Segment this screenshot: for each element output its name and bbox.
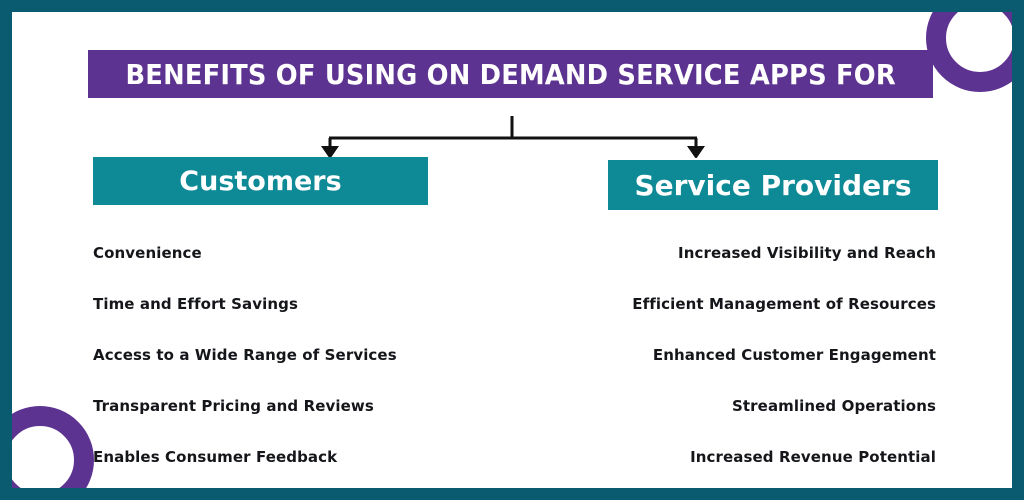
list-item: Access to a Wide Range of Services xyxy=(93,346,397,364)
benefit-list-customers: Convenience Time and Effort Savings Acce… xyxy=(93,228,513,483)
column-header-label: Service Providers xyxy=(634,168,912,202)
circle-ring-icon-top-right xyxy=(926,12,1012,92)
arrow-down-icon-right xyxy=(687,146,705,158)
column-header-service-providers: Service Providers xyxy=(608,160,938,210)
list-item: Enhanced Customer Engagement xyxy=(652,346,936,364)
circle-ring-icon-bottom-left xyxy=(12,406,94,488)
list-item: Increased Visibility and Reach xyxy=(678,244,936,262)
benefit-list-service-providers: Increased Visibility and Reach Efficient… xyxy=(516,228,936,483)
list-item: Convenience xyxy=(93,244,202,262)
list-item: Enables Consumer Feedback xyxy=(93,448,338,466)
column-header-customers: Customers xyxy=(93,157,428,205)
list-item: Transparent Pricing and Reviews xyxy=(93,397,374,415)
page-title: BENEFITS OF USING ON DEMAND SERVICE APPS… xyxy=(125,57,896,91)
list-item: Efficient Management of Resources xyxy=(632,295,936,313)
connector-diagram xyxy=(321,116,705,158)
title-banner: BENEFITS OF USING ON DEMAND SERVICE APPS… xyxy=(88,50,933,98)
list-item: Streamlined Operations xyxy=(732,397,936,415)
list-item: Increased Revenue Potential xyxy=(690,448,936,466)
column-header-label: Customers xyxy=(179,165,342,197)
list-item: Time and Effort Savings xyxy=(93,295,299,313)
infographic-canvas: BENEFITS OF USING ON DEMAND SERVICE APPS… xyxy=(12,12,1012,488)
